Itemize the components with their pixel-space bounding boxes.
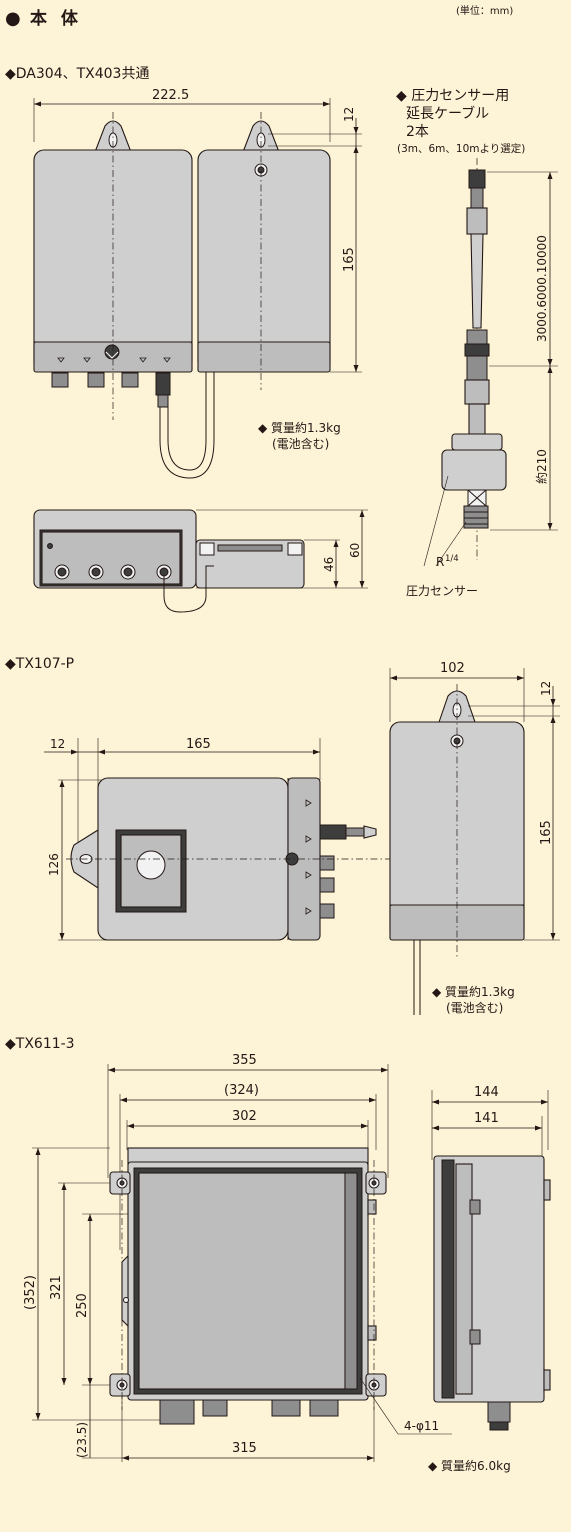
section-heading-tx611: ◆TX611-3 xyxy=(5,1036,75,1052)
dim-tx611-315: 315 xyxy=(232,1441,257,1456)
dim-tx611-141: 141 xyxy=(474,1111,499,1126)
cable-title-line1: ◆ 圧力センサー用 xyxy=(396,88,509,104)
dim-tx611-250: 250 xyxy=(75,1293,90,1318)
da304-bottom-view: 46 60 xyxy=(33,509,368,613)
tx107p-side-view: 12 165 126 xyxy=(44,737,392,941)
dim-tx611-302: 302 xyxy=(232,1109,257,1124)
page-title: 本 体 xyxy=(30,8,82,29)
section-heading-tx107p: ◆TX107-P xyxy=(5,656,74,672)
cable-title-line2: 延長ケーブル xyxy=(406,105,489,122)
dim-tx107-12-right: 12 xyxy=(539,681,553,696)
thread-size-fraction: 1/4 xyxy=(445,554,459,564)
section-heading-da304: ◆DA304、TX403共通 xyxy=(5,66,149,82)
unit-label: (単位：mm) xyxy=(456,4,513,17)
weight-da304-line1: ◆ 質量約1.3kg xyxy=(258,420,341,435)
dim-tx611-321: 321 xyxy=(49,1275,64,1300)
weight-da304-line2: (電池含む) xyxy=(272,436,329,451)
dim-top-offset-12: 12 xyxy=(342,107,356,122)
dim-tx611-23-5: (23.5) xyxy=(75,1422,89,1458)
pressure-sensor-cable: ◆ 圧力センサー用 延長ケーブル 2本 (3m、6m、10mより選定) 3000… xyxy=(396,88,558,598)
dim-cable-length: 3000.6000.10000 xyxy=(535,235,549,342)
dim-tx611-352: (352) xyxy=(23,1275,38,1310)
weight-tx107-line1: ◆ 質量約1.3kg xyxy=(432,984,515,999)
tx107p-front-view: 102 12 165 ◆ 質量約1.3kg (電池含む) xyxy=(389,661,560,1015)
dim-tx107-165-width: 165 xyxy=(186,737,211,752)
cable-selection-note: (3m、6m、10mより選定) xyxy=(397,142,525,155)
tx611-front-view: 355 (324) 302 xyxy=(23,1053,452,1462)
dim-width-222-5: 222.5 xyxy=(152,88,189,103)
bottom-ports xyxy=(159,1399,339,1425)
dim-height-60: 60 xyxy=(348,543,362,558)
weight-tx107-line2: (電池含む) xyxy=(446,1000,503,1015)
dim-sensor-length: 約210 xyxy=(534,449,549,484)
da304-front-view: 222.5 12 16 xyxy=(33,88,362,479)
port-circles xyxy=(54,564,172,580)
dim-tx107-126: 126 xyxy=(47,853,61,876)
dim-tx107-165-height: 165 xyxy=(539,820,554,845)
tx611-side-view: 144 141 xyxy=(431,1085,551,1431)
weight-tx611: ◆ 質量約6.0kg xyxy=(428,1458,511,1473)
dim-tx611-324: (324) xyxy=(224,1083,259,1098)
dim-tx611-144: 144 xyxy=(474,1085,499,1100)
dim-tx611-355: 355 xyxy=(232,1053,257,1068)
dim-tx611-holes: 4-φ11 xyxy=(404,1419,439,1433)
title-mark: ● xyxy=(5,8,21,29)
cable-title-line3: 2本 xyxy=(406,124,429,140)
dim-height-46: 46 xyxy=(322,557,336,572)
thread-size-main: R xyxy=(436,555,444,569)
dim-tx107-12: 12 xyxy=(50,737,65,751)
dim-height-165: 165 xyxy=(342,247,357,272)
dim-tx107-102: 102 xyxy=(440,661,465,676)
pressure-sensor-label: 圧力センサー xyxy=(406,584,478,598)
mount-holes xyxy=(109,1171,387,1397)
